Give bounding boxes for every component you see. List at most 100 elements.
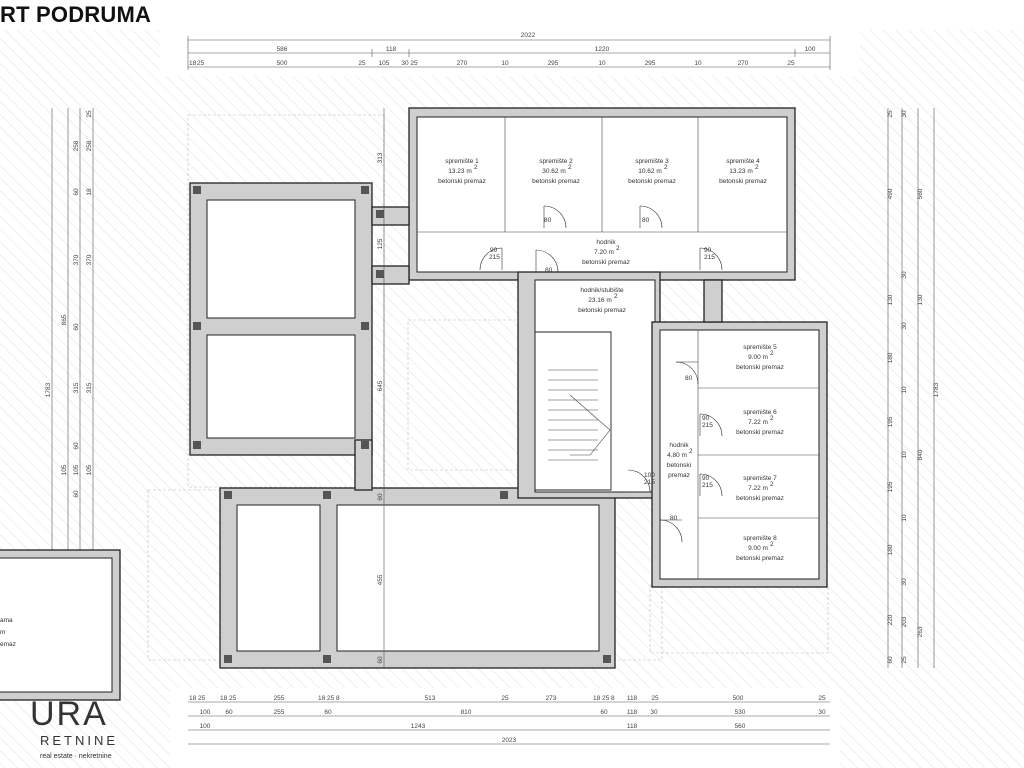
room-storage-8: spremište 8 9.00 m 2 betonski premaz — [736, 535, 784, 562]
room-corridor-2: hodnik 4.80 m 2 betonski premaz — [667, 442, 693, 479]
dim: 370 — [73, 254, 80, 265]
dim: 25 — [410, 60, 418, 67]
dim: 645 — [377, 380, 384, 391]
dim: 25 — [229, 695, 237, 702]
dim: 8 — [336, 695, 340, 702]
dim: 18 — [318, 695, 326, 702]
dim: 313 — [377, 152, 384, 163]
dim: 273 — [546, 695, 557, 702]
dim: 530 — [735, 709, 746, 716]
room-finish: betonski premaz — [736, 555, 784, 562]
dim: 118 — [627, 695, 638, 702]
right-dimensions: 25 490 130 180 195 195 180 220 60 30 30 … — [887, 108, 940, 668]
room-corridor-1: hodnik 7.20 m 2 betonski premaz — [582, 239, 630, 266]
room-area: 13.23 m — [729, 168, 753, 175]
logo-tagline: real estate · nekretnine — [40, 753, 112, 760]
area-unit-sup: 2 — [568, 164, 572, 171]
dim: 840 — [917, 449, 924, 460]
partitions — [417, 117, 819, 579]
room-storage-7: spremište 7 7.22 m 2 betonski premaz — [736, 475, 784, 502]
door-height: 215 — [702, 482, 713, 489]
logo-main: URA — [30, 695, 108, 733]
dim: 295 — [548, 60, 559, 67]
room-storage-6: spremište 6 7.22 m 2 betonski premaz — [736, 409, 784, 436]
room-name: spremište 4 — [726, 158, 760, 165]
bottom-dimensions: 18 25 18 25 255 18 25 8 513 25 273 18 25… — [188, 695, 830, 745]
dim: 295 — [645, 60, 656, 67]
room-area: 7.22 m — [748, 419, 768, 426]
dim: 60 — [73, 323, 80, 331]
dim: 60 — [225, 709, 233, 716]
dim: 118 — [627, 723, 638, 730]
door-height: 215 — [704, 254, 715, 261]
dim: 180 — [887, 352, 894, 363]
area-unit-sup: 2 — [770, 350, 774, 357]
dim: 10 — [694, 60, 702, 67]
room-storage-2: spremište 2 30.62 m 2 betonski premaz — [532, 158, 580, 185]
room-area: 10.62 m — [638, 168, 662, 175]
dim: 60 — [73, 442, 80, 450]
dim: 30 — [901, 110, 908, 118]
dim: 60 — [377, 493, 384, 501]
top-dimensions: 2022 586 118 1220 100 18 25 500 25 105 3… — [187, 32, 831, 70]
room-name: spremište 6 — [743, 409, 777, 416]
inset-plan: ama m emaz — [0, 549, 121, 701]
room-name: spremište 2 — [539, 158, 573, 165]
dim: 30 — [901, 578, 908, 586]
dim: 100 — [200, 723, 211, 730]
dim-118: 118 — [386, 46, 397, 53]
room-name: spremište 5 — [743, 344, 777, 351]
room-name: hodnik — [669, 442, 689, 449]
area-unit-sup: 2 — [755, 164, 759, 171]
door-width: 80 — [670, 515, 678, 522]
room-name: spremište 1 — [445, 158, 479, 165]
area-unit-sup: 2 — [770, 541, 774, 548]
dim-total: 2023 — [502, 737, 517, 744]
door-swings — [479, 205, 723, 543]
room-storage-3: spremište 3 10.62 m 2 betonski premaz — [628, 158, 676, 185]
dim: 270 — [457, 60, 468, 67]
dim: 10 — [598, 60, 606, 67]
dim: 180 — [887, 544, 894, 555]
dim-1220: 1220 — [595, 46, 610, 53]
dim: 105 — [86, 464, 93, 475]
area-unit-sup: 2 — [770, 415, 774, 422]
dim: 500 — [733, 695, 744, 702]
room-area: 9.00 m — [748, 354, 768, 361]
dim: 255 — [274, 709, 285, 716]
room-finish: betonski premaz — [736, 429, 784, 436]
dim: 25 — [818, 695, 826, 702]
dim-total: 2022 — [521, 32, 536, 39]
dim: 370 — [86, 254, 93, 265]
dim: 560 — [917, 188, 924, 199]
door-width: 90 — [490, 247, 498, 254]
door-width: 90 — [704, 247, 712, 254]
room-finish: betonski premaz — [532, 178, 580, 185]
dim: 25 — [358, 60, 366, 67]
door-width: 90 — [702, 475, 710, 482]
dim: 270 — [738, 60, 749, 67]
dim: 1243 — [411, 723, 426, 730]
dim: 8 — [611, 695, 615, 702]
room-finish: betonski premaz — [719, 178, 767, 185]
dim: 195 — [887, 481, 894, 492]
room-storage-1: spremište 1 13.23 m 2 betonski premaz — [438, 158, 486, 185]
dim: 25 — [327, 695, 335, 702]
dim: 125 — [377, 238, 384, 249]
dim: 10 — [501, 60, 509, 67]
room-name: spremište 7 — [743, 475, 777, 482]
door-height: 215 — [489, 254, 500, 261]
door-width: 80 — [685, 375, 693, 382]
dim: 105 — [73, 464, 80, 475]
room-finish: betonski premaz — [438, 178, 486, 185]
room-finish: betonski — [667, 462, 691, 469]
dim-100: 100 — [805, 46, 816, 53]
room-name: spremište 3 — [635, 158, 669, 165]
dim: 18 — [86, 188, 93, 196]
dim: 810 — [461, 709, 472, 716]
dim: 455 — [377, 574, 384, 585]
dim: 195 — [887, 416, 894, 427]
dim: 220 — [887, 614, 894, 625]
dim: 60 — [887, 656, 894, 664]
dim: 25 — [501, 695, 509, 702]
